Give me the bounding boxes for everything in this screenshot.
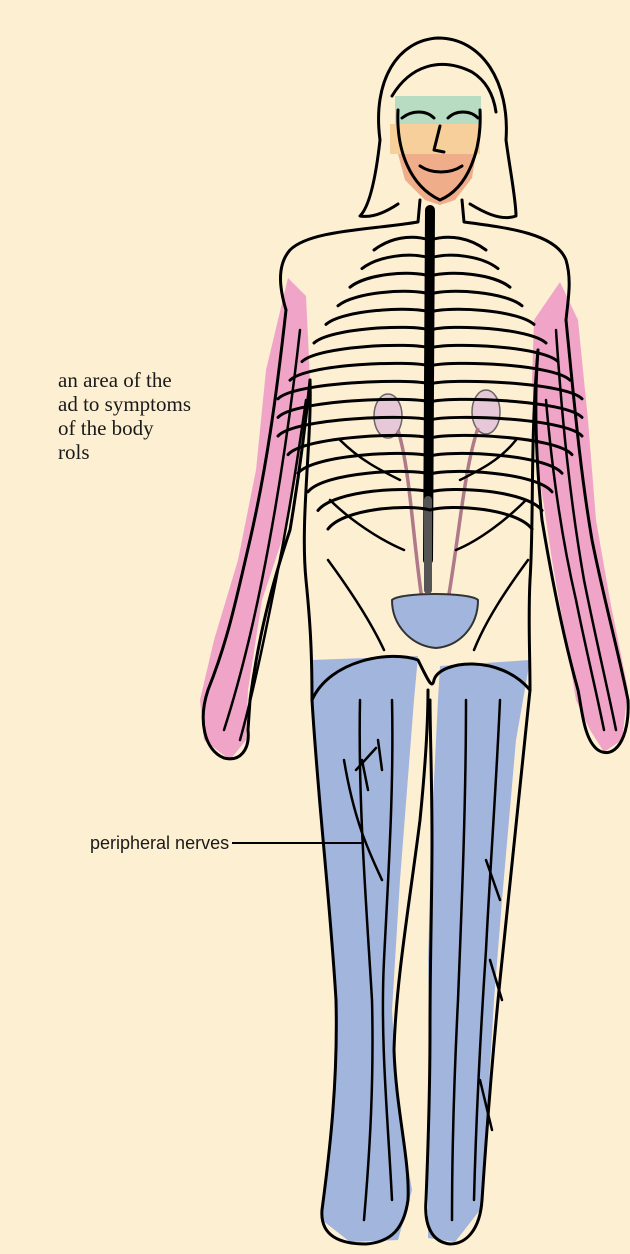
caption-line-4: rols: [0, 440, 240, 464]
caption-text: an area of the ad to symptoms of the bod…: [0, 368, 240, 464]
spinal-nerve-left: [362, 255, 430, 268]
spinal-nerve-left: [338, 291, 430, 306]
spinal-nerve-right: [430, 327, 546, 343]
spinal-cord: [428, 210, 430, 590]
spinal-nerve-right: [430, 237, 486, 250]
peripheral-nerves-label: peripheral nerves: [90, 833, 229, 854]
spinal-nerve-right: [430, 507, 532, 529]
caption-line-1: an area of the: [0, 368, 240, 392]
caption-line-3: of the body: [0, 416, 240, 440]
spinal-nerve-left: [350, 273, 430, 287]
spinal-nerve-left: [326, 309, 430, 324]
spinal-nerve-right: [430, 309, 534, 324]
spinal-nerve-right: [430, 291, 522, 306]
spinal-nerve-left: [314, 327, 430, 343]
caption-line-2: ad to symptoms: [0, 392, 240, 416]
spinal-nerve-left: [302, 345, 430, 361]
spinal-nerve-right: [430, 273, 510, 287]
spinal-nerve-left: [374, 237, 430, 250]
urinary-organs: [374, 390, 500, 648]
spinal-nerve-right: [430, 255, 498, 268]
spinal-nerve-left: [290, 363, 430, 380]
